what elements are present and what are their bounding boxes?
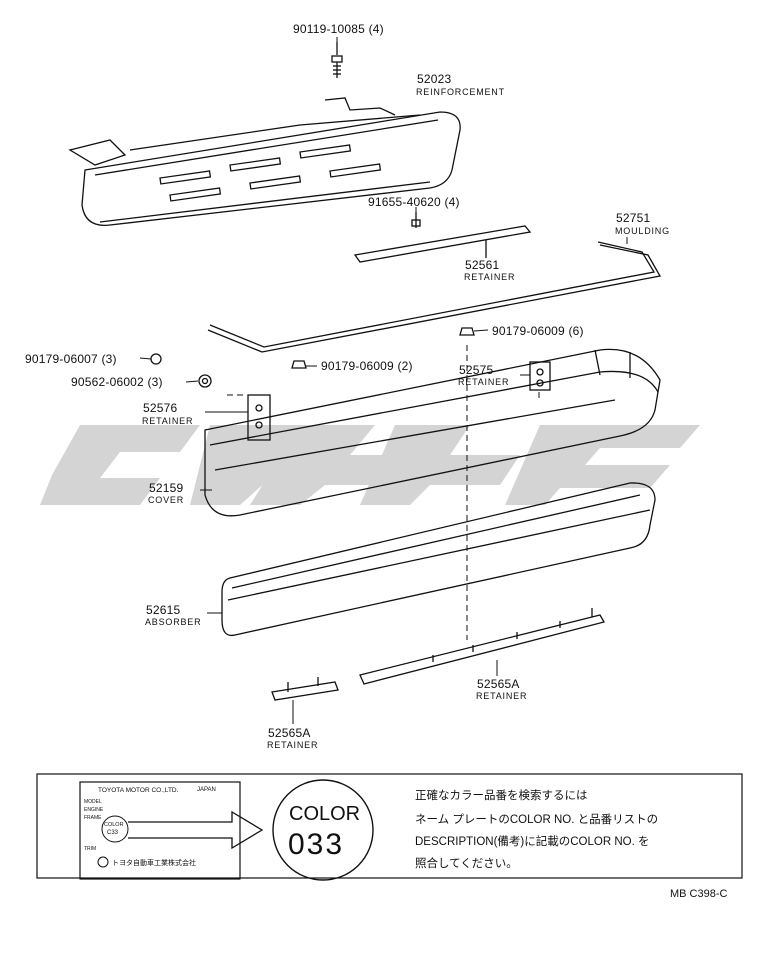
nameplate-trim: TRIM	[84, 846, 97, 852]
screw-91655-icon	[411, 212, 421, 228]
nameplate-frame: FRAME	[84, 815, 102, 821]
nameplate-engine: ENGINE	[84, 807, 104, 813]
label-screw-91655: 91655-40620 (4)	[368, 195, 460, 209]
reinforcement-52023-drawing	[68, 97, 461, 226]
label-retainer-52576-name: RETAINER	[142, 416, 194, 426]
retainer-52565a-right-drawing	[359, 608, 605, 685]
instruction-line-4: 照合してください。	[415, 858, 518, 870]
label-retainer-52576-number: 52576	[143, 401, 178, 415]
label-cover-number: 52159	[149, 481, 184, 495]
instruction-line-2: ネーム プレートのCOLOR NO. と品番リストの	[415, 814, 659, 826]
label-retainer-52561-name: RETAINER	[464, 272, 516, 282]
label-absorber-name: ABSORBER	[145, 617, 202, 627]
color-callout-code: 033	[288, 828, 345, 861]
nameplate-maker: TOYOTA MOTOR CO.,LTD.	[98, 787, 179, 794]
label-retainer-52575-name: RETAINER	[458, 377, 510, 387]
nameplate-country: JAPAN	[197, 787, 216, 793]
bolt-90119-icon	[331, 42, 343, 78]
leader-lines	[139, 37, 628, 724]
label-retainer-52575-number: 52575	[459, 363, 494, 377]
label-nut-2: 90179-06009 (2)	[321, 359, 413, 373]
nameplate-color-code: C33	[107, 830, 119, 836]
absorber-52615-drawing	[221, 482, 656, 637]
cover-52159-drawing	[204, 348, 661, 517]
washer-06002-icon	[198, 374, 212, 388]
label-retainer-52565a-right-number: 52565A	[477, 677, 520, 691]
label-reinforcement-number: 52023	[417, 72, 452, 86]
label-washer-06002: 90562-06002 (3)	[71, 375, 163, 389]
centerlines	[227, 345, 540, 640]
nut-2-icon	[291, 360, 307, 369]
watermark-logo	[40, 425, 700, 505]
label-nut-6: 90179-06009 (6)	[492, 324, 584, 338]
label-nut-06007: 90179-06007 (3)	[25, 352, 117, 366]
label-cover-name: COVER	[148, 495, 185, 505]
label-retainer-52565a-left-name: RETAINER	[267, 740, 319, 750]
retainer-52575-drawing	[529, 361, 551, 391]
label-retainer-52565a-right-name: RETAINER	[476, 691, 528, 701]
label-retainer-52561-number: 52561	[465, 258, 500, 272]
nameplate-illustration	[79, 781, 241, 880]
figure-reference: MB C398-C	[670, 888, 728, 900]
arrow-icon	[128, 810, 264, 850]
retainer-52561-drawing	[353, 225, 532, 263]
label-bolt-90119: 90119-10085 (4)	[293, 22, 384, 36]
moulding-52751-drawing	[207, 241, 662, 353]
label-reinforcement-name: REINFORCEMENT	[416, 87, 505, 97]
nameplate-maker-jp: トヨタ自動車工業株式会社	[112, 860, 196, 867]
nut-06007-icon	[150, 353, 162, 365]
retainer-52576-drawing	[247, 394, 271, 441]
retainer-52565a-left-drawing	[271, 677, 339, 701]
nut-6-icon	[459, 327, 475, 336]
color-circle	[272, 779, 374, 881]
label-absorber-number: 52615	[146, 603, 181, 617]
instruction-line-3: DESCRIPTION(備考)に記載のCOLOR NO. を	[415, 836, 650, 848]
label-moulding-number: 52751	[616, 211, 651, 225]
label-moulding-name: MOULDING	[615, 226, 670, 236]
color-callout-label: COLOR	[289, 803, 361, 825]
color-note-frame	[36, 773, 743, 879]
nameplate-color-label: COLOR	[104, 822, 124, 828]
label-retainer-52565a-left-number: 52565A	[268, 726, 311, 740]
nameplate-model: MODEL	[84, 799, 102, 805]
instruction-line-1: 正確なカラー品番を検索するには	[415, 790, 588, 802]
